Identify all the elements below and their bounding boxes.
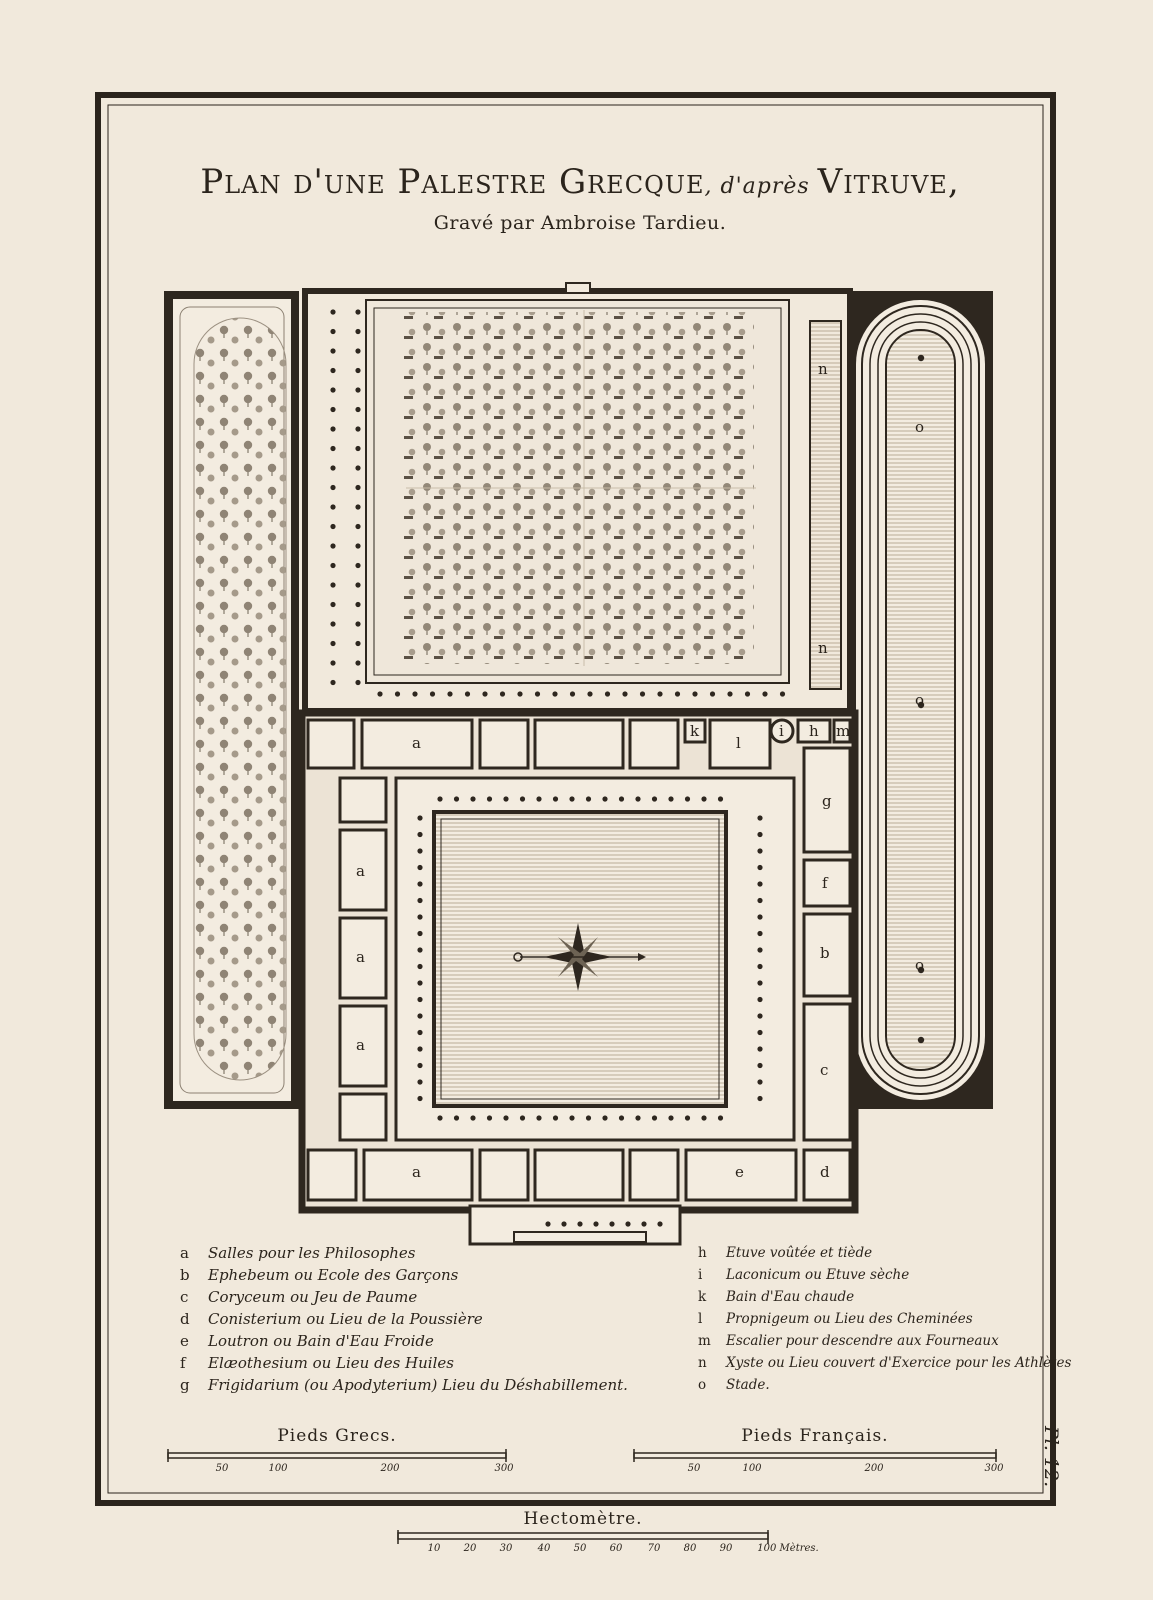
room-label-o: o [915, 418, 924, 436]
scale-tick: 50 [215, 1463, 229, 1474]
scale-title-hectometre: Hectomètre. [523, 1509, 643, 1529]
stadium [848, 291, 993, 1109]
room-label-h: h [809, 722, 819, 740]
title-apres: , d'après [704, 174, 818, 199]
scale-tick: 200 [864, 1463, 884, 1474]
scale-tick: 50 [573, 1543, 587, 1554]
scale-tick: 70 [647, 1543, 661, 1554]
scale-tick: 40 [537, 1543, 551, 1554]
room-label-n: n [818, 360, 828, 378]
scale-tick: 200 [380, 1463, 400, 1474]
room-label-a: a [412, 1163, 421, 1181]
page-subtitle: Gravé par Ambroise Tardieu. [433, 212, 727, 234]
room-label-a: a [356, 948, 365, 966]
room-label-o: o [915, 956, 924, 974]
scale-bar-french [633, 1449, 997, 1462]
scale-tick: 50 [687, 1463, 701, 1474]
lower-building [298, 709, 859, 1246]
plate-number: Pl. 12. [1040, 1426, 1062, 1488]
scale-tick: 100 [268, 1463, 288, 1474]
room-labels: a a a a a b c d e f g h i k l m n n o o … [356, 360, 924, 1181]
scale-bar-greek [167, 1449, 507, 1462]
upper-grove-court [302, 282, 853, 714]
room-label-o: o [915, 691, 924, 709]
compass-rose [513, 923, 646, 991]
room-label-d: d [820, 1163, 830, 1181]
room-label-a: a [356, 1036, 365, 1054]
scale-tick: 300 [984, 1463, 1004, 1474]
room-label-c: c [820, 1061, 828, 1079]
page-title: Plan d'une Palestre Grecque, d'après Vit… [100, 162, 1060, 202]
room-label-a: a [412, 734, 421, 752]
room-label-g: g [822, 792, 832, 810]
scale-tick: 80 [683, 1543, 697, 1554]
title-part-1: Plan d'une Palestre Grecque [200, 162, 705, 202]
scale-tick: 20 [463, 1543, 477, 1554]
colonnade-columns [330, 309, 925, 1227]
scale-tick: 30 [499, 1543, 513, 1554]
room-label-f: f [822, 874, 829, 892]
room-label-b: b [820, 944, 830, 962]
scale-tick: 90 [719, 1543, 733, 1554]
scale-tick: 10 [427, 1543, 441, 1554]
room-label-i: i [779, 722, 784, 740]
scale-tick: 100 [742, 1463, 762, 1474]
room-label-l: l [736, 734, 741, 752]
room-label-a: a [356, 862, 365, 880]
scale-title-french: Pieds Français. [741, 1426, 889, 1446]
scale-title-greek: Pieds Grecs. [277, 1426, 397, 1446]
left-tree-walk [164, 291, 299, 1109]
room-label-n: n [818, 639, 828, 657]
scale-tick: 300 [494, 1463, 514, 1474]
inner-frame [107, 104, 1044, 1494]
scale-tick: 60 [609, 1543, 623, 1554]
room-label-m: m [836, 722, 850, 740]
room-label-e: e [735, 1163, 744, 1181]
scale-tick: 100 Mètres. [757, 1543, 819, 1554]
scale-bar-hectometre [397, 1530, 769, 1544]
outer-frame [95, 92, 1056, 1506]
title-part-2: Vitruve, [817, 162, 960, 202]
room-label-k: k [690, 722, 700, 740]
